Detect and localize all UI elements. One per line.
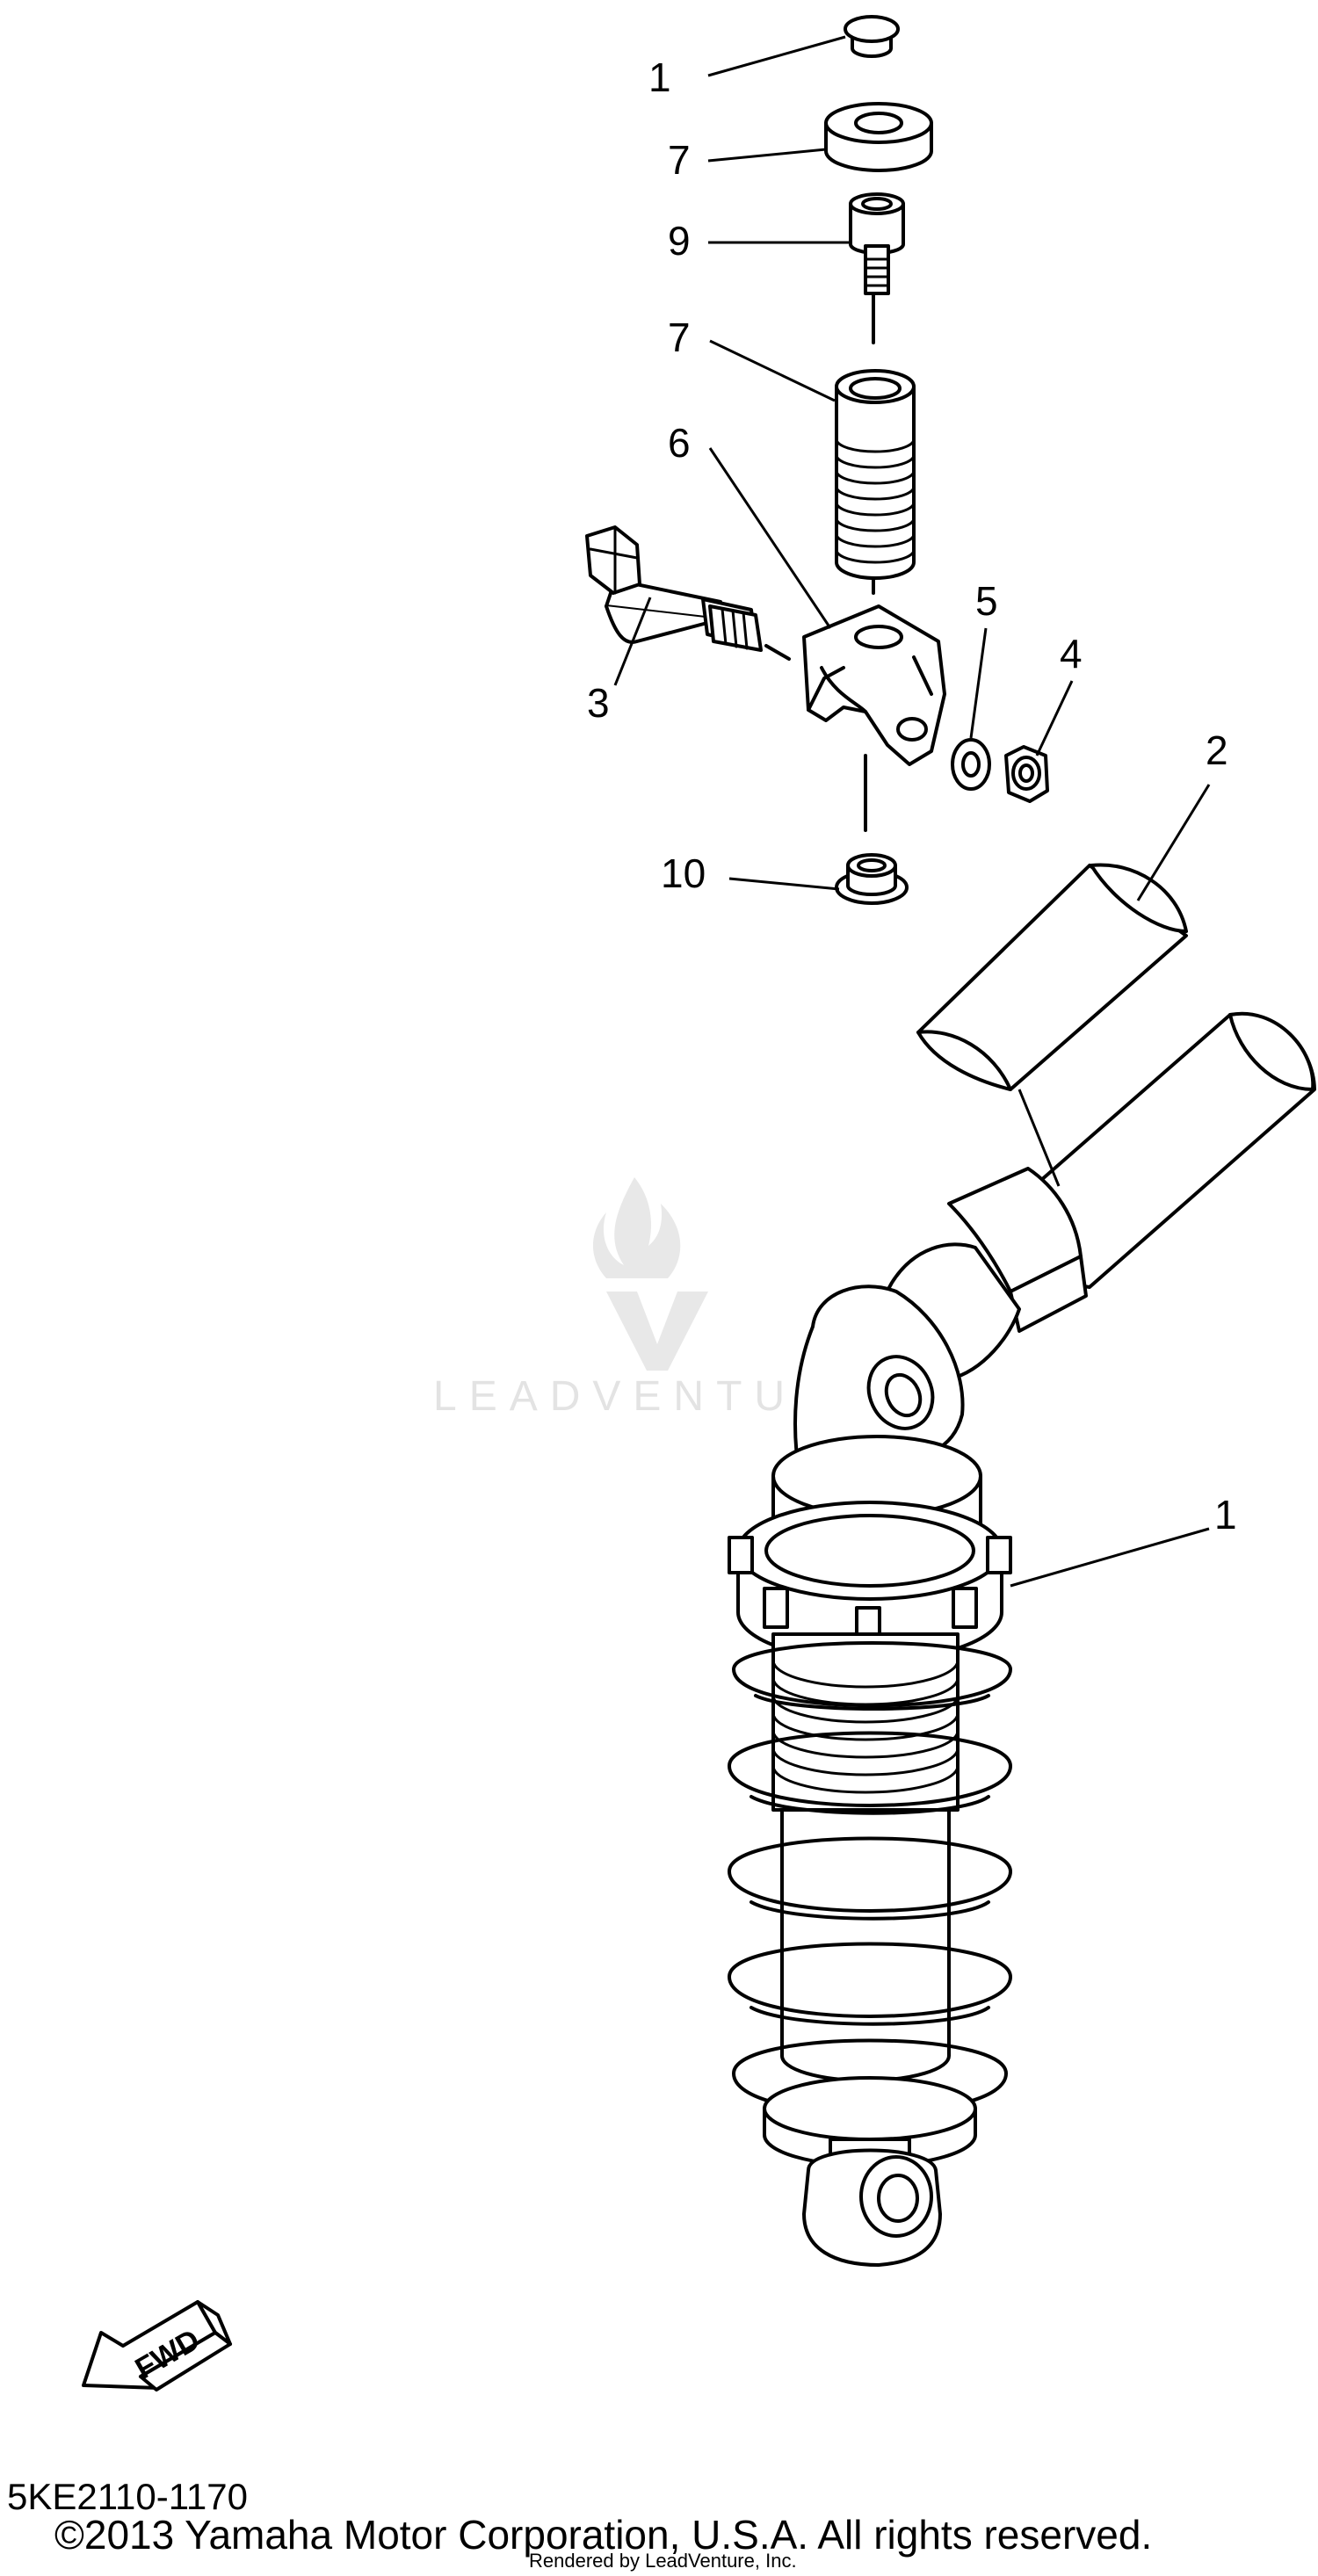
svg-text:6: 6 xyxy=(668,420,691,466)
copyright-notice: ©2013 Yamaha Motor Corporation, U.S.A. A… xyxy=(54,2512,1153,2558)
diagram-code: 5KE2110-1170 xyxy=(7,2476,249,2517)
svg-text:3: 3 xyxy=(587,680,610,726)
part-10-collar xyxy=(835,853,909,905)
callout-3: 3 xyxy=(587,597,652,726)
callout-9: 9 xyxy=(668,218,849,264)
callout-5: 5 xyxy=(969,578,998,739)
callout-7: 7 xyxy=(668,315,836,402)
callouts: 1 7 9 7 6 5 4 3 xyxy=(587,35,1237,1588)
svg-text:10: 10 xyxy=(661,850,706,896)
part-8-washer xyxy=(824,102,933,172)
callout-11: 1 xyxy=(648,35,846,100)
part-4-nut xyxy=(1004,745,1049,803)
callout-8: 7 xyxy=(668,137,827,183)
part-7-sleeve xyxy=(835,369,916,580)
svg-text:7: 7 xyxy=(668,137,691,183)
part-6-bracket xyxy=(802,604,946,766)
flame-v-logo-icon xyxy=(592,1177,708,1371)
svg-text:4: 4 xyxy=(1060,631,1083,677)
svg-text:2: 2 xyxy=(1206,727,1228,773)
callout-1: 1 xyxy=(1010,1492,1237,1588)
svg-text:1: 1 xyxy=(648,54,671,100)
part-3-bolt xyxy=(585,525,763,652)
fwd-arrow-icon: FWD xyxy=(82,2300,232,2391)
part-11-cap xyxy=(844,15,900,58)
svg-text:5: 5 xyxy=(975,578,998,624)
part-1-shock-absorber xyxy=(728,1011,1316,2267)
callout-6: 6 xyxy=(668,420,832,629)
callout-10: 10 xyxy=(661,850,840,896)
svg-text:9: 9 xyxy=(668,218,691,264)
axis-line-bolt xyxy=(764,644,791,661)
callout-4: 4 xyxy=(1035,631,1083,756)
part-2-cover xyxy=(916,863,1188,1091)
rendered-by-credit: Rendered by LeadVenture, Inc. xyxy=(529,2550,797,2572)
part-5-washer xyxy=(951,738,991,791)
svg-text:7: 7 xyxy=(668,315,691,360)
svg-text:1: 1 xyxy=(1214,1492,1237,1538)
callout-2: 2 xyxy=(1017,727,1228,1187)
part-9-socket-bolt xyxy=(849,192,905,295)
